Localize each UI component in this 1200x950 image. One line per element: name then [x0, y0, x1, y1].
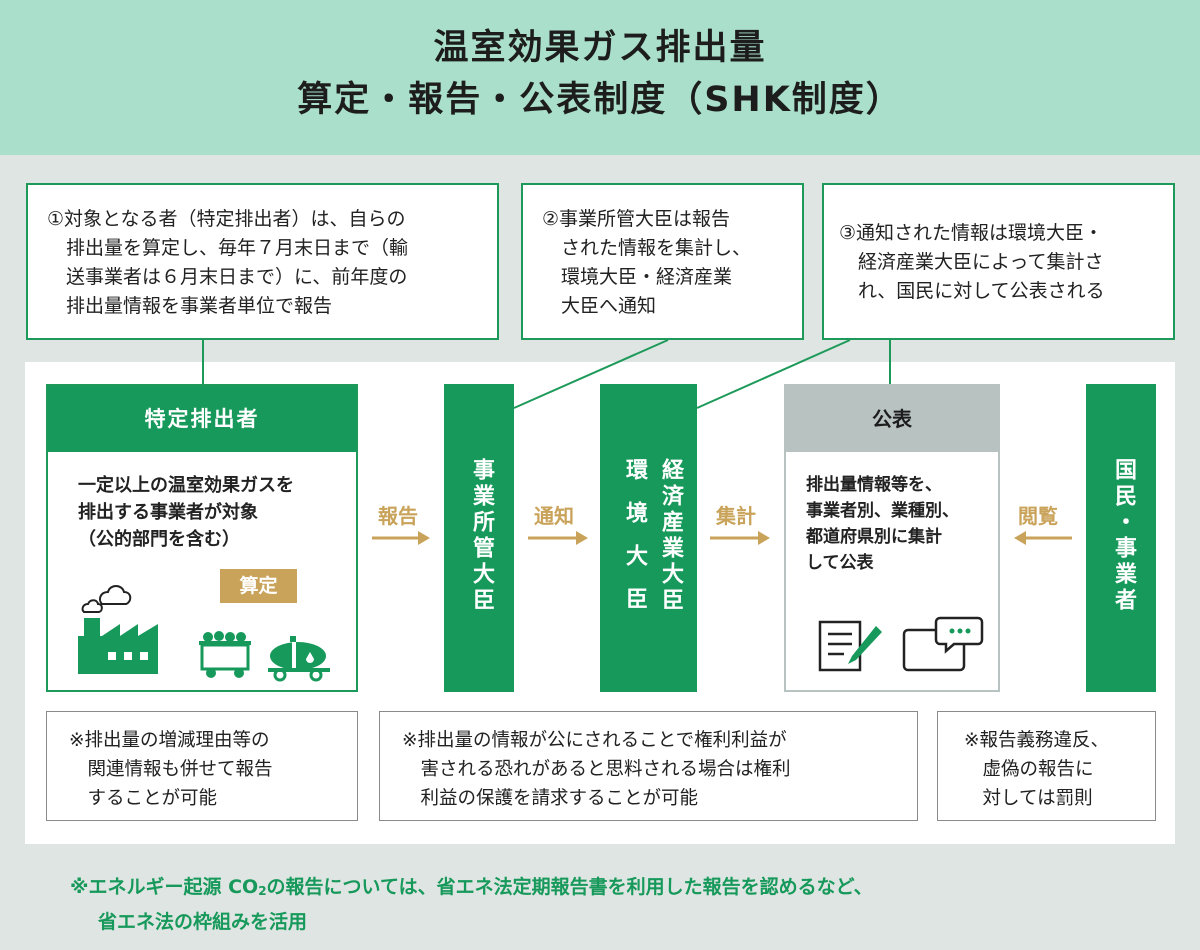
arrow-label-report: 報告: [378, 504, 418, 528]
env-meti-minister-bar: 環境大臣 経済産業大臣: [600, 384, 697, 692]
footer-note: ※エネルギー起源 CO2の報告については、省エネ法定期報告書を利用した報告を認め…: [70, 872, 873, 938]
publication-box: 公表 排出量情報等を、 事業者別、業種別、 都道府県別に集計 して公表: [784, 384, 1000, 692]
footer-line-1: ※エネルギー起源 CO2の報告については、省エネ法定期報告書を利用した報告を認め…: [70, 872, 873, 907]
note-2: ※排出量の情報が公にされることで権利利益が 害される恐れがあると思料される場合は…: [379, 711, 918, 821]
arrow-label-notify: 通知: [534, 504, 574, 528]
chat-monitor-icon: [902, 616, 984, 672]
note-1: ※排出量の増減理由等の 関連情報も併せて報告 することが可能: [46, 711, 358, 821]
callout-2: ②事業所管大臣は報告 された情報を集計し、 環境大臣・経済産業 大臣へ通知: [521, 183, 804, 340]
header-banner: 温室効果ガス排出量 算定・報告・公表制度（SHK制度）: [0, 0, 1200, 155]
footer-line-1-sub: 2: [258, 884, 267, 898]
arrow-aggregate: [710, 531, 770, 545]
footer-line-1-post: の報告については、省エネ法定期報告書を利用した報告を認めるなど、: [266, 876, 873, 898]
connector-2: [513, 339, 669, 409]
emitter-title: 特定排出者: [48, 386, 356, 452]
business-minister-bar: 事業所管大臣: [444, 384, 514, 692]
arrow-browse: [1014, 531, 1072, 545]
citizens-bar: 国民・事業者: [1086, 384, 1156, 692]
meti-minister-label: 経済産業大臣: [658, 458, 683, 614]
note-3: ※報告義務違反、 虚偽の報告に 対しては罰則: [937, 711, 1156, 821]
cart-icon: [199, 631, 251, 678]
publication-description: 排出量情報等を、 事業者別、業種別、 都道府県別に集計 して公表: [806, 475, 959, 573]
callout-1: ①対象となる者（特定排出者）は、自らの 排出量を算定し、毎年７月末日まで（輸 送…: [26, 183, 499, 340]
env-minister-label: 環境大臣: [622, 458, 647, 630]
footer-line-1-pre: ※エネルギー起源 CO: [70, 876, 259, 898]
callout-3-text: ③通知された情報は環境大臣・ 経済産業大臣によって集計さ れ、国民に対して公表さ…: [839, 222, 1105, 302]
publication-title: 公表: [786, 386, 998, 452]
callout-1-text: ①対象となる者（特定排出者）は、自らの 排出量を算定し、毎年７月末日まで（輸 送…: [47, 208, 409, 317]
business-minister-label: 事業所管大臣: [469, 458, 494, 614]
callout-2-text: ②事業所管大臣は報告 された情報を集計し、 環境大臣・経済産業 大臣へ通知: [542, 208, 752, 317]
callout-3: ③通知された情報は環境大臣・ 経済産業大臣によって集計さ れ、国民に対して公表さ…: [822, 183, 1175, 340]
footer-line-2: 省エネ法の枠組みを活用: [98, 911, 308, 933]
title-line-2: 算定・報告・公表制度（SHK制度）: [297, 80, 903, 120]
arrow-report: [372, 531, 430, 545]
emitter-box: 特定排出者 一定以上の温室効果ガスを 排出する事業者が対象 （公的部門を含む） …: [46, 384, 358, 692]
title-line-1: 温室効果ガス排出量: [433, 28, 767, 68]
citizens-label: 国民・事業者: [1111, 458, 1136, 614]
factory-icon: [78, 585, 158, 674]
arrow-notify: [528, 531, 588, 545]
document-pen-icon: [818, 620, 882, 672]
tank-truck-icon: [268, 636, 330, 682]
emitter-description: 一定以上の温室効果ガスを 排出する事業者が対象 （公的部門を含む）: [78, 475, 294, 550]
arrow-label-browse: 閲覧: [1018, 504, 1058, 528]
calc-badge: 算定: [220, 569, 297, 603]
connector-3a: [696, 339, 851, 409]
arrow-label-aggregate: 集計: [716, 504, 756, 528]
